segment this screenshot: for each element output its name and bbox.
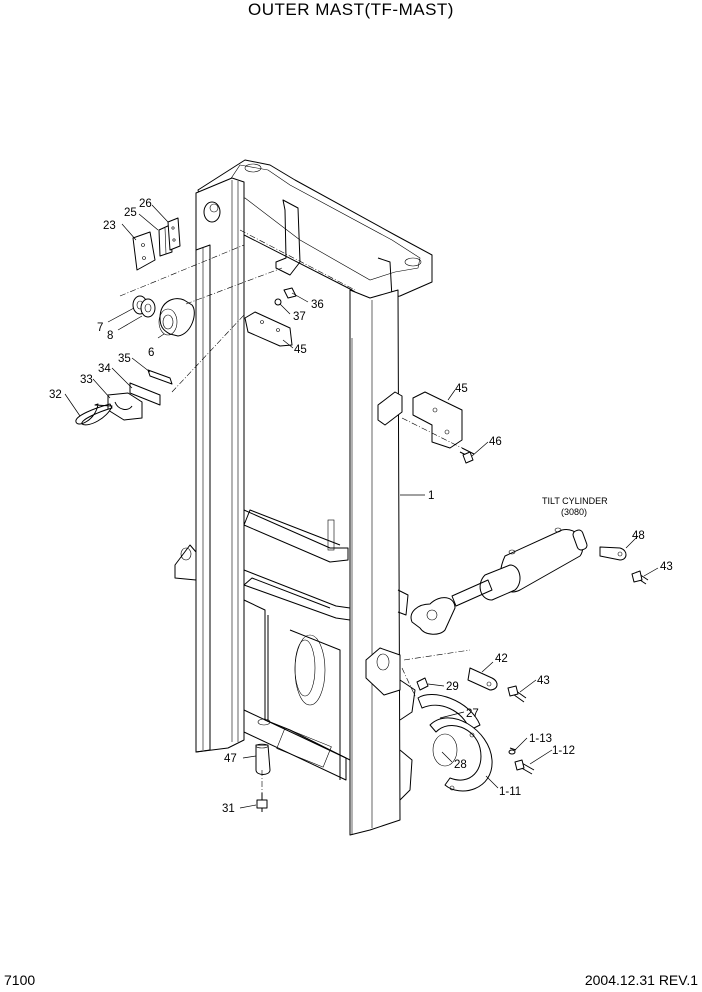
callout-42: 42 bbox=[495, 653, 508, 665]
tilt-cylinder bbox=[410, 527, 588, 635]
callout-7: 7 bbox=[97, 322, 103, 334]
page-title: OUTER MAST(TF-MAST) bbox=[248, 0, 454, 19]
callout-46: 46 bbox=[489, 436, 502, 448]
bracket-45-upper bbox=[244, 287, 297, 347]
callout-34: 34 bbox=[98, 363, 111, 375]
callout-48: 48 bbox=[632, 530, 645, 542]
callout-45-upper: 45 bbox=[294, 344, 307, 356]
pins-42-48 bbox=[467, 546, 649, 703]
callout-37: 37 bbox=[293, 311, 306, 323]
callout-31: 31 bbox=[222, 803, 235, 815]
callout-labels: 1 6 7 8 23 25 26 27 28 29 31 32 33 34 35… bbox=[49, 198, 673, 815]
callout-43-upper: 43 bbox=[660, 561, 673, 573]
callout-35: 35 bbox=[118, 353, 131, 365]
date-revision: 2004.12.31 REV.1 bbox=[584, 972, 698, 988]
assembly-guide-lines bbox=[119, 229, 471, 793]
outer-mast-frame bbox=[174, 159, 433, 836]
bearing-washers-6-7-8 bbox=[132, 295, 195, 337]
callout-6: 6 bbox=[148, 347, 154, 359]
tilt-cylinder-part-no: (3080) bbox=[561, 507, 587, 517]
callout-29: 29 bbox=[446, 681, 459, 693]
clamp-set-32-35 bbox=[75, 369, 173, 426]
callout-36: 36 bbox=[311, 299, 324, 311]
tilt-cylinder-label: TILT CYLINDER bbox=[542, 496, 608, 506]
page-code: 7100 bbox=[4, 972, 36, 988]
grease-nipple bbox=[416, 677, 429, 691]
pin-47-bolt-31 bbox=[255, 743, 271, 812]
bracket-45-right bbox=[377, 391, 475, 464]
callout-1-13: 1-13 bbox=[529, 733, 552, 745]
callout-1: 1 bbox=[428, 490, 434, 502]
callout-33: 33 bbox=[80, 374, 93, 386]
callout-26: 26 bbox=[139, 198, 152, 210]
bracket-23-25-26 bbox=[132, 217, 181, 271]
callout-43-lower: 43 bbox=[537, 675, 550, 687]
callout-45-right: 45 bbox=[455, 383, 468, 395]
callout-47: 47 bbox=[224, 753, 237, 765]
callout-28: 28 bbox=[454, 759, 467, 771]
callout-23: 23 bbox=[103, 220, 116, 232]
callout-25: 25 bbox=[124, 207, 137, 219]
callout-8: 8 bbox=[107, 330, 113, 342]
split-bushing-27-28 bbox=[417, 694, 535, 792]
callout-32: 32 bbox=[49, 389, 62, 401]
callout-27: 27 bbox=[466, 708, 479, 720]
callout-1-12: 1-12 bbox=[552, 745, 575, 757]
leader-lines bbox=[64, 204, 659, 809]
callout-1-11: 1-11 bbox=[499, 786, 521, 798]
